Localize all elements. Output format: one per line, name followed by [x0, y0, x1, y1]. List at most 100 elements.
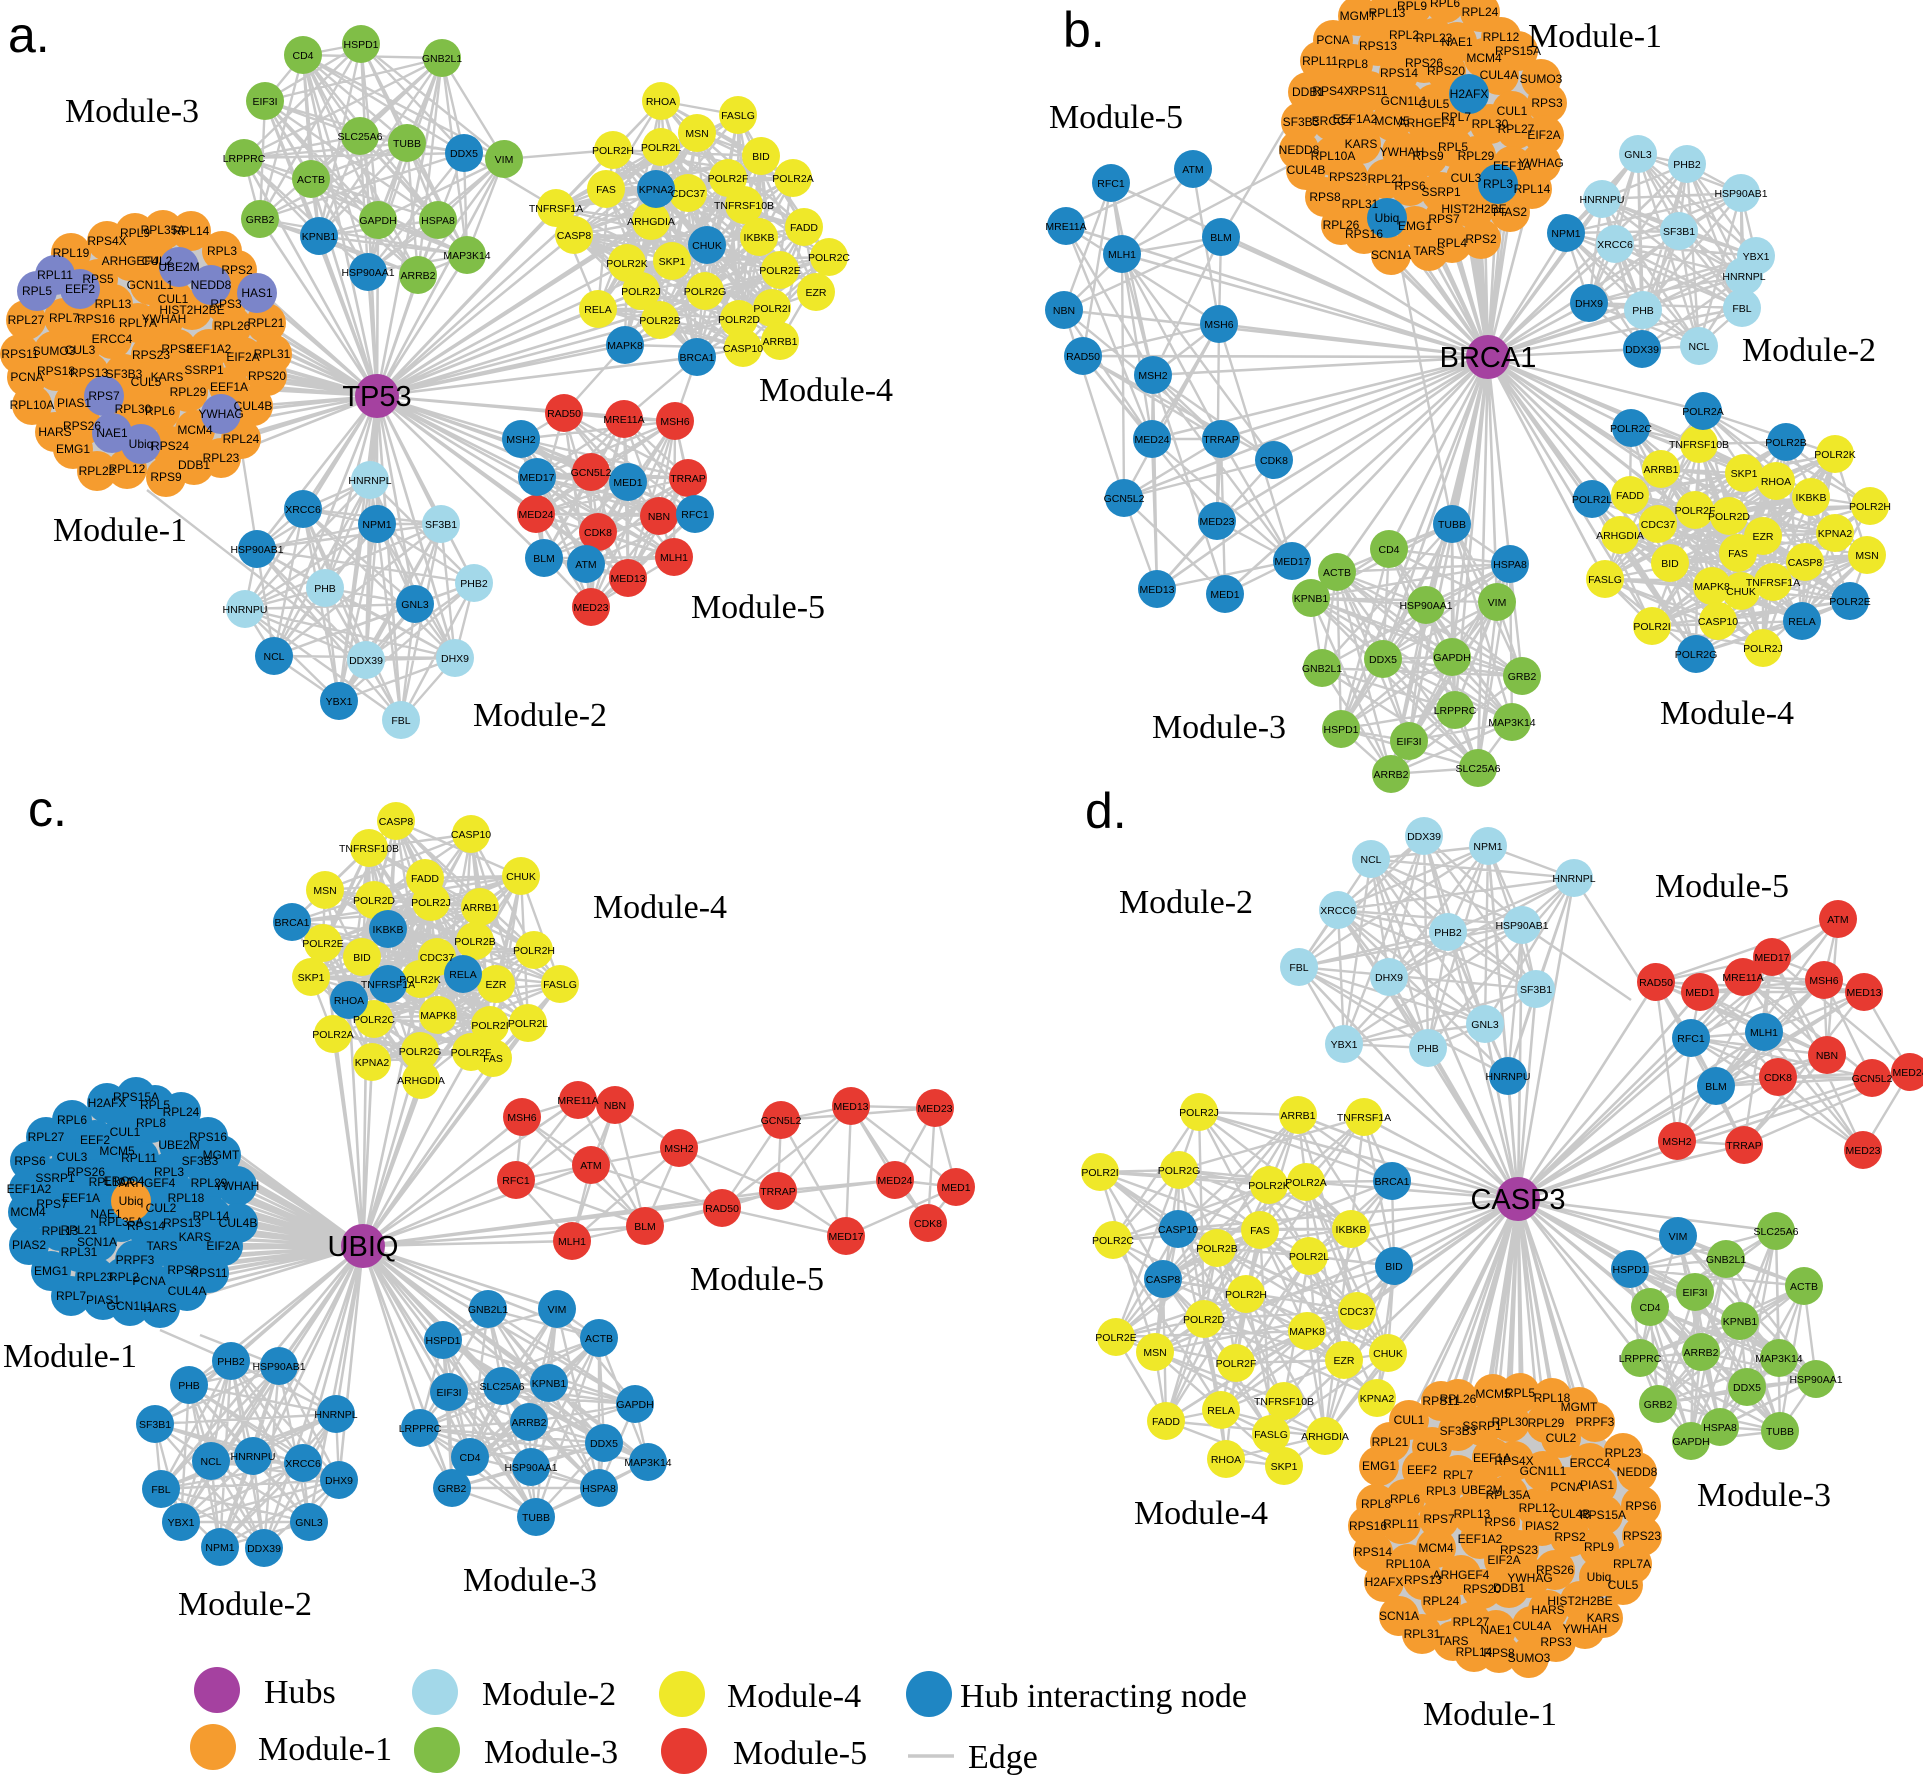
svg-text:KPNB1: KPNB1 [302, 231, 337, 243]
svg-text:NAE1: NAE1 [90, 1207, 122, 1221]
svg-text:NCL: NCL [263, 651, 284, 663]
svg-text:MLH1: MLH1 [1750, 1027, 1778, 1039]
svg-text:RPS4X: RPS4X [1312, 84, 1351, 98]
svg-text:HNRNPU: HNRNPU [231, 1451, 276, 1463]
svg-text:CDK8: CDK8 [1260, 455, 1288, 467]
svg-text:RHOA: RHOA [1761, 476, 1791, 488]
svg-text:KARS: KARS [151, 370, 184, 384]
svg-text:MED17: MED17 [1754, 952, 1789, 964]
svg-text:CHUK: CHUK [506, 871, 536, 883]
svg-text:KPNA2: KPNA2 [639, 184, 674, 196]
svg-text:RPL6: RPL6 [145, 404, 175, 418]
svg-text:BRCA1: BRCA1 [1440, 342, 1537, 374]
svg-text:RPS6: RPS6 [1484, 1515, 1516, 1529]
svg-text:MRE11A: MRE11A [1045, 221, 1086, 233]
svg-text:MRE11A: MRE11A [1722, 972, 1763, 984]
svg-text:Module-1: Module-1 [3, 1338, 137, 1375]
svg-text:RELA: RELA [1207, 1405, 1234, 1417]
svg-text:PHB: PHB [1632, 305, 1654, 317]
svg-text:BID: BID [1661, 558, 1679, 570]
svg-text:MCM5: MCM5 [99, 1144, 135, 1158]
svg-text:POLR2L: POLR2L [641, 142, 681, 154]
svg-text:MLH1: MLH1 [558, 1236, 586, 1248]
svg-text:CASP8: CASP8 [379, 816, 414, 828]
svg-text:RPL31: RPL31 [1342, 197, 1379, 211]
svg-text:Ubiq: Ubiq [119, 1194, 144, 1208]
svg-text:ARHGDIA: ARHGDIA [397, 1075, 445, 1087]
svg-text:NCL: NCL [1688, 341, 1709, 353]
svg-text:RPS2: RPS2 [221, 263, 253, 277]
svg-text:RPL29: RPL29 [191, 1176, 228, 1190]
svg-text:BRCA1: BRCA1 [679, 352, 714, 364]
svg-text:RPS23: RPS23 [132, 348, 170, 362]
svg-text:FASLG: FASLG [721, 110, 755, 122]
svg-text:RPS2: RPS2 [1554, 1530, 1586, 1544]
svg-text:YWHAG: YWHAG [198, 407, 243, 421]
svg-text:ACTB: ACTB [1790, 1281, 1818, 1293]
svg-text:MED1: MED1 [1685, 987, 1714, 999]
svg-text:RPL31: RPL31 [61, 1245, 98, 1259]
svg-text:POLR2I: POLR2I [753, 303, 790, 315]
svg-text:CASP10: CASP10 [451, 829, 491, 841]
svg-text:a.: a. [8, 7, 50, 63]
svg-text:POLR2D: POLR2D [718, 314, 760, 326]
svg-text:RPL9: RPL9 [1584, 1540, 1614, 1554]
svg-text:MSN: MSN [1855, 550, 1878, 562]
svg-text:MLH1: MLH1 [1108, 249, 1136, 261]
svg-text:RPL18: RPL18 [168, 1191, 205, 1205]
svg-text:BRCA1: BRCA1 [274, 917, 309, 929]
svg-text:RPS11: RPS11 [1422, 1394, 1459, 1408]
svg-text:H2AFX: H2AFX [1365, 1575, 1404, 1589]
svg-text:BLM: BLM [533, 553, 555, 565]
svg-text:HSPA8: HSPA8 [1703, 1422, 1737, 1434]
svg-text:POLR2C: POLR2C [1092, 1235, 1134, 1247]
svg-text:GNL3: GNL3 [295, 1517, 323, 1529]
svg-text:RPL14: RPL14 [1514, 182, 1551, 196]
svg-text:RPS16: RPS16 [1349, 1519, 1387, 1533]
svg-text:MSH2: MSH2 [1138, 370, 1167, 382]
svg-text:DDX39: DDX39 [1625, 344, 1659, 356]
svg-text:RPL24: RPL24 [223, 432, 260, 446]
svg-text:RPL30: RPL30 [115, 402, 152, 416]
svg-text:POLR2A: POLR2A [312, 1029, 353, 1041]
svg-text:RPS23: RPS23 [1329, 170, 1367, 184]
svg-text:SF3B1: SF3B1 [1663, 226, 1695, 238]
svg-text:NBN: NBN [604, 1100, 626, 1112]
svg-text:Module-3: Module-3 [1152, 709, 1286, 746]
svg-text:RPL6: RPL6 [57, 1113, 87, 1127]
svg-text:TUBB: TUBB [1438, 519, 1466, 531]
svg-text:UBE2M: UBE2M [158, 1138, 199, 1152]
svg-text:MED24: MED24 [518, 509, 553, 521]
svg-text:POLR2F: POLR2F [451, 1047, 492, 1059]
svg-text:Edge: Edge [968, 1739, 1038, 1775]
svg-text:HSP90AB1: HSP90AB1 [1495, 920, 1548, 932]
svg-text:YBX1: YBX1 [326, 696, 353, 708]
svg-text:CASP8: CASP8 [557, 230, 592, 242]
svg-text:FBL: FBL [1289, 962, 1308, 974]
svg-text:RPS20: RPS20 [248, 369, 286, 383]
svg-text:DDB1: DDB1 [178, 458, 210, 472]
svg-text:ATM: ATM [580, 1160, 601, 1172]
svg-text:MAPK8: MAPK8 [607, 340, 643, 352]
svg-text:FASLG: FASLG [1254, 1429, 1288, 1441]
svg-text:GCN1L1: GCN1L1 [1520, 1464, 1567, 1478]
svg-text:RPS3: RPS3 [1540, 1635, 1572, 1649]
svg-text:RPL24: RPL24 [1462, 5, 1499, 19]
svg-text:RPS16: RPS16 [1345, 227, 1383, 241]
svg-text:RPS26: RPS26 [1405, 56, 1443, 70]
svg-text:RPL27: RPL27 [8, 313, 45, 327]
svg-text:GNB2L1: GNB2L1 [422, 53, 462, 65]
svg-text:RPL5: RPL5 [1438, 140, 1468, 154]
svg-text:CDK8: CDK8 [1764, 1072, 1792, 1084]
svg-text:Module-4: Module-4 [727, 1678, 861, 1715]
svg-text:RPL8: RPL8 [1338, 57, 1368, 71]
svg-text:MED13: MED13 [1846, 987, 1881, 999]
svg-text:NBN: NBN [1053, 305, 1075, 317]
svg-text:MCM4: MCM4 [1466, 51, 1502, 65]
svg-text:Module-4: Module-4 [1134, 1495, 1268, 1532]
svg-text:BLM: BLM [634, 1221, 656, 1233]
svg-text:RPL6: RPL6 [1430, 0, 1460, 10]
svg-text:RPL27: RPL27 [1498, 122, 1535, 136]
svg-text:CUL3: CUL3 [1417, 1440, 1448, 1454]
svg-text:CUL2: CUL2 [1546, 1431, 1577, 1445]
